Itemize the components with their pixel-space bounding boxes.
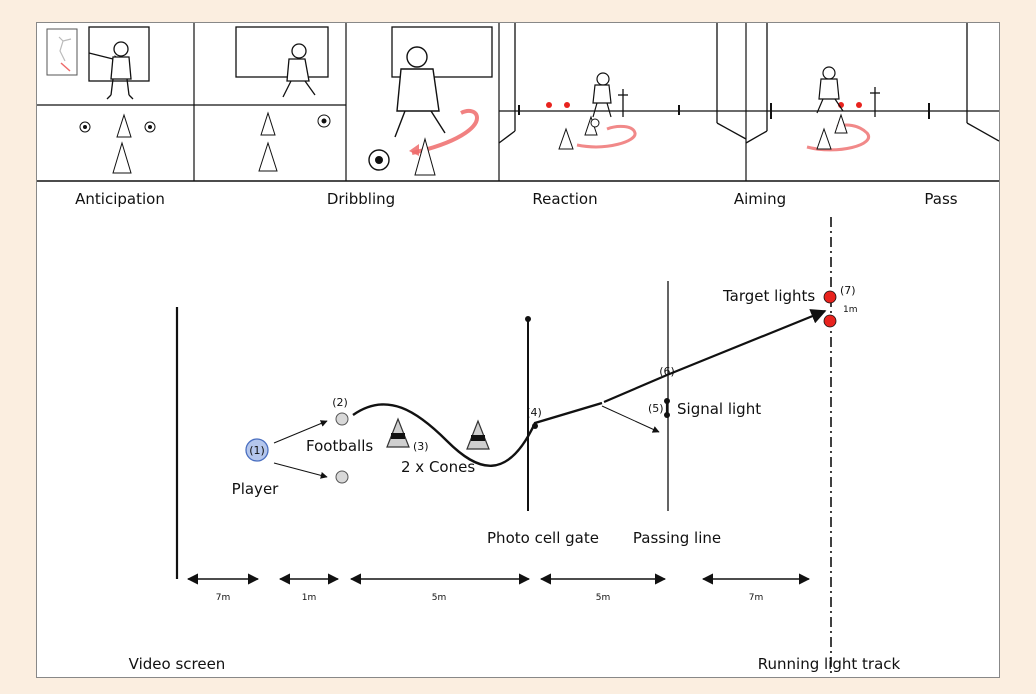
target-light-marker [823, 290, 837, 304]
distance-label: 1m [302, 593, 317, 603]
inset-video-icon [46, 28, 78, 76]
red-arrow-icon [806, 123, 871, 152]
panel-dribbling-illustration [194, 26, 346, 172]
target-number: (7) [840, 284, 856, 297]
player-figure-icon [106, 41, 134, 100]
run-path [603, 373, 668, 404]
cone-marker [466, 419, 490, 450]
player-figure-icon [282, 43, 316, 98]
gate-label: Photo cell gate [487, 529, 599, 547]
football-icon [79, 121, 91, 133]
football-icon [317, 114, 331, 128]
phase-label-aiming: Aiming [734, 190, 786, 208]
panel-aiming-illustration [745, 23, 999, 152]
distance-label: 7m [749, 593, 764, 603]
target-light-icon [564, 102, 570, 108]
cone-icon [258, 141, 278, 172]
illustration-strip: Anticipation Dribbling Reaction Aiming P… [37, 23, 999, 208]
football-marker [335, 470, 349, 484]
cone-icon [414, 137, 436, 176]
cones-label: 2 x Cones [401, 458, 475, 476]
signal-light-label: Signal light [677, 400, 761, 418]
panel-anticipation-illustration [37, 26, 194, 174]
arrow-player-to-ball [273, 420, 328, 444]
dribble-path [352, 401, 603, 467]
setup-schematic: (1) Player (2) Footballs (3) 2 x Cones [129, 217, 901, 673]
distance-label: 7m [216, 593, 231, 603]
player-figure-icon [394, 46, 446, 138]
football-marker [335, 412, 349, 426]
cone-icon [260, 111, 276, 136]
diagram-svg: Anticipation Dribbling Reaction Aiming P… [37, 23, 999, 673]
cone-icon [816, 127, 832, 150]
arrow-player-to-ball [273, 462, 328, 479]
cone-icon [116, 113, 132, 138]
video-screen-icon [235, 26, 329, 78]
panel-dribbling-closeup-illustration [368, 26, 493, 176]
red-arrow-icon [411, 108, 480, 155]
football-icon [590, 118, 600, 128]
signal-light-icon [664, 398, 670, 418]
target-light-icon [856, 102, 862, 108]
player-figure-icon [816, 66, 844, 114]
cones-number: (3) [413, 440, 429, 453]
distance-label: 5m [596, 593, 611, 603]
football-icon [144, 121, 156, 133]
cone-icon [112, 141, 132, 174]
cone-icon [834, 113, 848, 134]
target-lights-label: Target lights [722, 287, 815, 305]
phase-label-anticipation: Anticipation [75, 190, 165, 208]
red-arrow-icon [576, 124, 637, 149]
phase-label-reaction: Reaction [532, 190, 597, 208]
target-light-marker [823, 314, 837, 328]
football-icon [368, 149, 390, 171]
player-number: (1) [249, 444, 265, 457]
target-light-icon [546, 102, 552, 108]
pass-path-arrow [666, 309, 827, 377]
cone-marker [386, 417, 410, 448]
video-screen-label: Video screen [129, 655, 226, 673]
arrow-to-signal-light [601, 405, 660, 433]
phase-label-dribbling: Dribbling [327, 190, 395, 208]
footballs-label: Footballs [306, 437, 373, 455]
distance-markers: 7m 1m 5m 5m 7m [186, 573, 811, 603]
signal-number: (5) [648, 402, 664, 415]
player-circle [245, 438, 269, 462]
footballs-number: (2) [332, 396, 348, 409]
player-marker: (1) [245, 438, 269, 462]
distance-label: 5m [432, 593, 447, 603]
passing-line-label: Passing line [633, 529, 721, 547]
panel-reaction-illustration [498, 23, 747, 150]
diagram-frame: Anticipation Dribbling Reaction Aiming P… [36, 22, 1000, 678]
gate-number: (4) [526, 406, 542, 419]
cone-icon [558, 127, 574, 150]
target-gap-label: 1m [843, 305, 858, 315]
player-figure-icon [592, 72, 612, 118]
player-label: Player [232, 480, 280, 498]
phase-label-pass: Pass [924, 190, 957, 208]
running-light-track-label: Running light track [758, 655, 901, 673]
pass-number: (6) [659, 365, 675, 378]
